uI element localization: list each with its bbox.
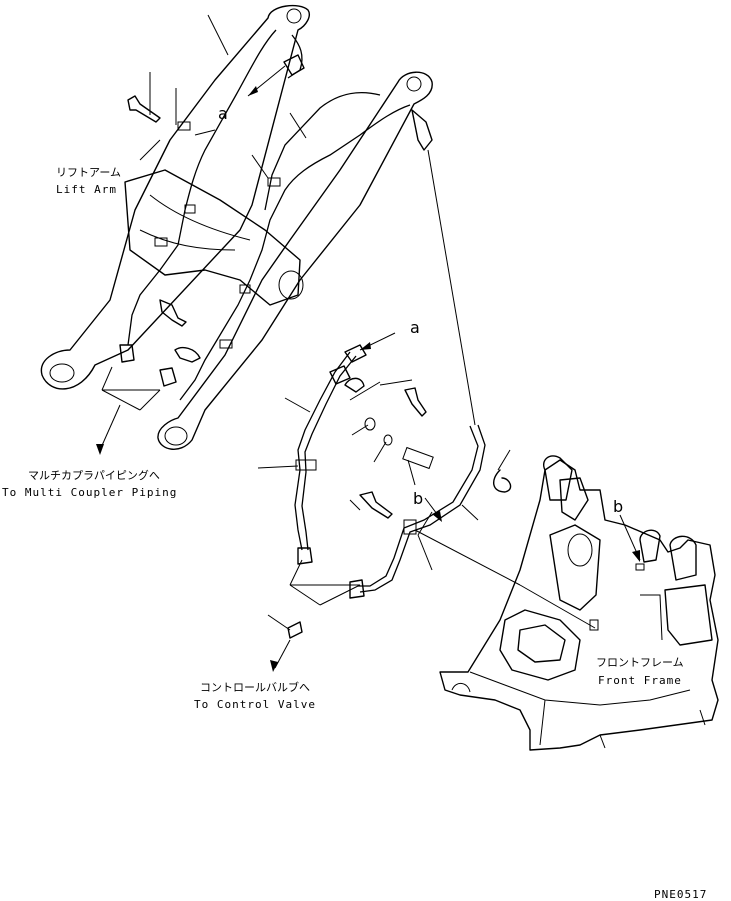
control-valve-label-jp: コントロールバルブへ — [200, 680, 310, 694]
part-labels: リフトアーム Lift Arm マルチカプラパイピングへ To Multi Co… — [2, 166, 707, 901]
callout-labels: a a b b — [218, 104, 623, 516]
lift-arm-leaders — [96, 14, 476, 455]
multi-coupler-label-jp: マルチカプラパイピングへ — [28, 468, 160, 482]
callout-a-upper: a — [218, 104, 228, 123]
callout-b-center: b — [413, 489, 423, 508]
drawing-code: PNE0517 — [654, 888, 707, 901]
lift-arm-label-jp: リフトアーム — [56, 166, 121, 179]
control-piping — [287, 344, 512, 639]
control-valve-label-en: To Control Valve — [194, 698, 316, 711]
callout-a-lower: a — [410, 318, 420, 337]
lift-arm — [40, 4, 433, 450]
piping-leaders — [257, 332, 641, 672]
multi-coupler-label-en: To Multi Coupler Piping — [2, 486, 177, 499]
front-frame-label-jp: フロントフレーム — [596, 656, 684, 669]
lift-arm-label-en: Lift Arm — [56, 183, 117, 196]
front-frame-label-en: Front Frame — [598, 674, 682, 687]
callout-b-right: b — [613, 497, 623, 516]
front-frame — [439, 455, 719, 751]
